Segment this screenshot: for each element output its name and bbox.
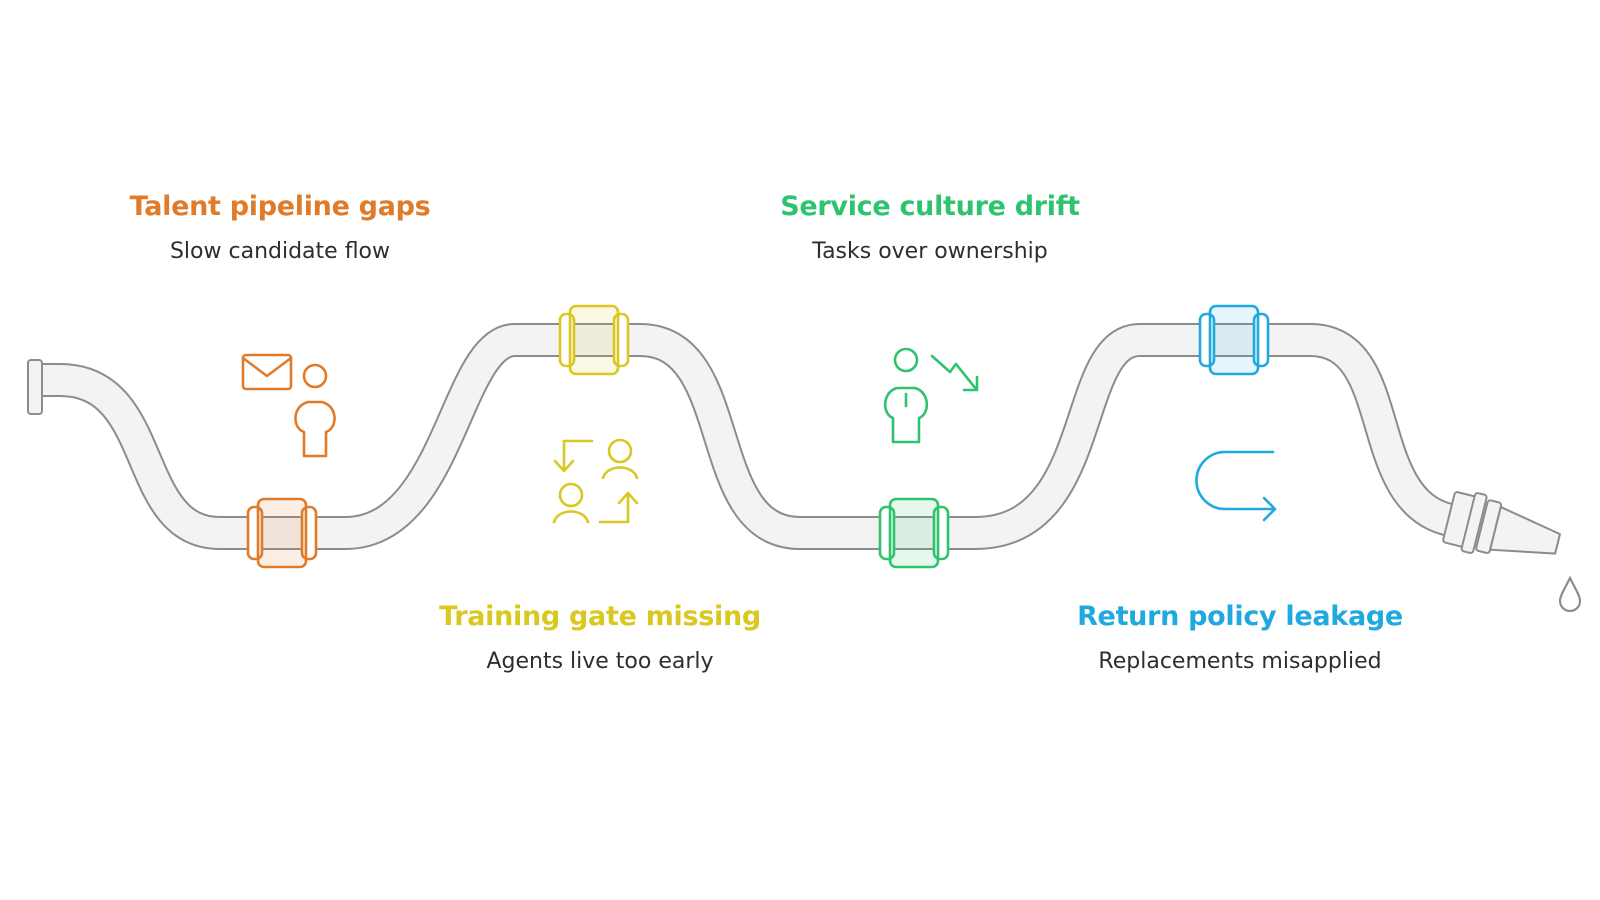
- pipe-inlet-icon: [27, 359, 43, 415]
- pipe-coupling-blue: [1198, 304, 1270, 376]
- u-turn-arrow-icon: [1195, 450, 1277, 522]
- stage-label-training: Training gate missing Agents live too ea…: [390, 600, 810, 676]
- stage-title: Service culture drift: [780, 191, 1080, 222]
- stage-label-talent: Talent pipeline gaps Slow candidate flow: [70, 190, 490, 266]
- stage-title: Training gate missing: [439, 601, 761, 632]
- pipeline: [35, 323, 1467, 550]
- stage-subtitle: Replacements misapplied: [1098, 649, 1382, 674]
- swap-people-icon: [552, 438, 639, 524]
- pipe-coupling-yellow: [558, 304, 630, 376]
- pipe-fill: [35, 325, 1466, 548]
- stage-subtitle: Agents live too early: [486, 649, 714, 674]
- stage-subtitle: Slow candidate flow: [169, 239, 391, 264]
- pipe-coupling-green: [878, 497, 950, 569]
- envelope-person-icon: [241, 353, 336, 458]
- stage-label-culture: Service culture drift Tasks over ownersh…: [720, 190, 1140, 266]
- nozzle-icon: [1442, 491, 1562, 555]
- stage-title: Talent pipeline gaps: [129, 191, 431, 222]
- person-trend-down-icon: [883, 347, 979, 444]
- stage-subtitle: Tasks over ownership: [812, 239, 1048, 264]
- stage-title: Return policy leakage: [1077, 601, 1403, 632]
- stage-label-return: Return policy leakage Replacements misap…: [1030, 600, 1450, 676]
- pipe-coupling-orange: [246, 497, 318, 569]
- water-drop-icon: [1558, 575, 1582, 613]
